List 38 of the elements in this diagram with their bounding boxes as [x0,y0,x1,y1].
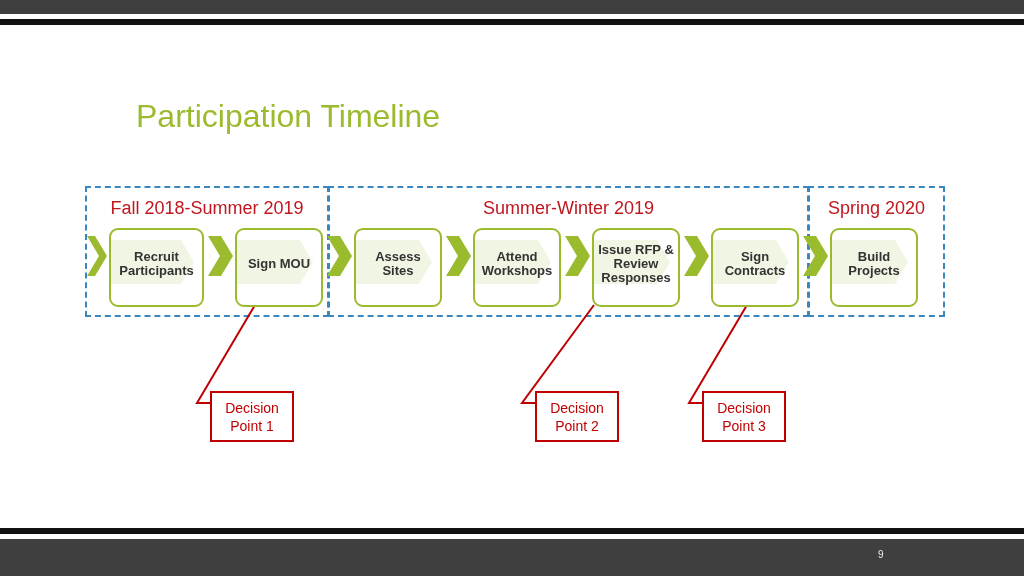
phase-heading: Summer-Winter 2019 [481,198,656,219]
step-label: Attend Workshops [480,249,554,278]
step-label: Build Projects [847,249,901,278]
step-box [592,228,680,307]
step-label: Issue RFP & Review Responses [597,242,675,285]
phase-heading: Spring 2020 [826,198,927,219]
step-label: Recruit Participants [118,249,195,278]
decision-label: Decision Point 2 [549,398,605,435]
phase-box [808,186,945,317]
leader-line [520,304,595,404]
chevron-arrow [565,236,590,276]
phase-box [85,186,329,317]
step-box [235,228,323,307]
chevron-arrow [327,236,352,276]
chevron-arrow [803,236,828,276]
decision-box [535,391,619,442]
step-box [354,228,442,307]
decision-box [210,391,294,442]
chevron-arrow [208,236,233,276]
slide-title: Participation Timeline [136,98,441,135]
step-label: Sign Contracts [723,249,787,278]
chevron-arrow [87,236,107,276]
decision-box [702,391,786,442]
decision-label: Decision Point 1 [224,398,280,435]
phase-box [328,186,809,317]
leader-line [195,304,256,404]
step-box [711,228,799,307]
step-label: Sign MOU [246,256,312,271]
leader-line [687,304,748,404]
chevron-arrow [684,236,709,276]
phase-heading: Fall 2018-Summer 2019 [109,198,305,219]
chevron-arrow [446,236,471,276]
step-box [109,228,204,307]
step-box [473,228,561,307]
step-label: Assess Sites [374,249,422,278]
step-box [830,228,918,307]
page-number: 9 [878,549,884,560]
decision-label: Decision Point 3 [716,398,772,435]
